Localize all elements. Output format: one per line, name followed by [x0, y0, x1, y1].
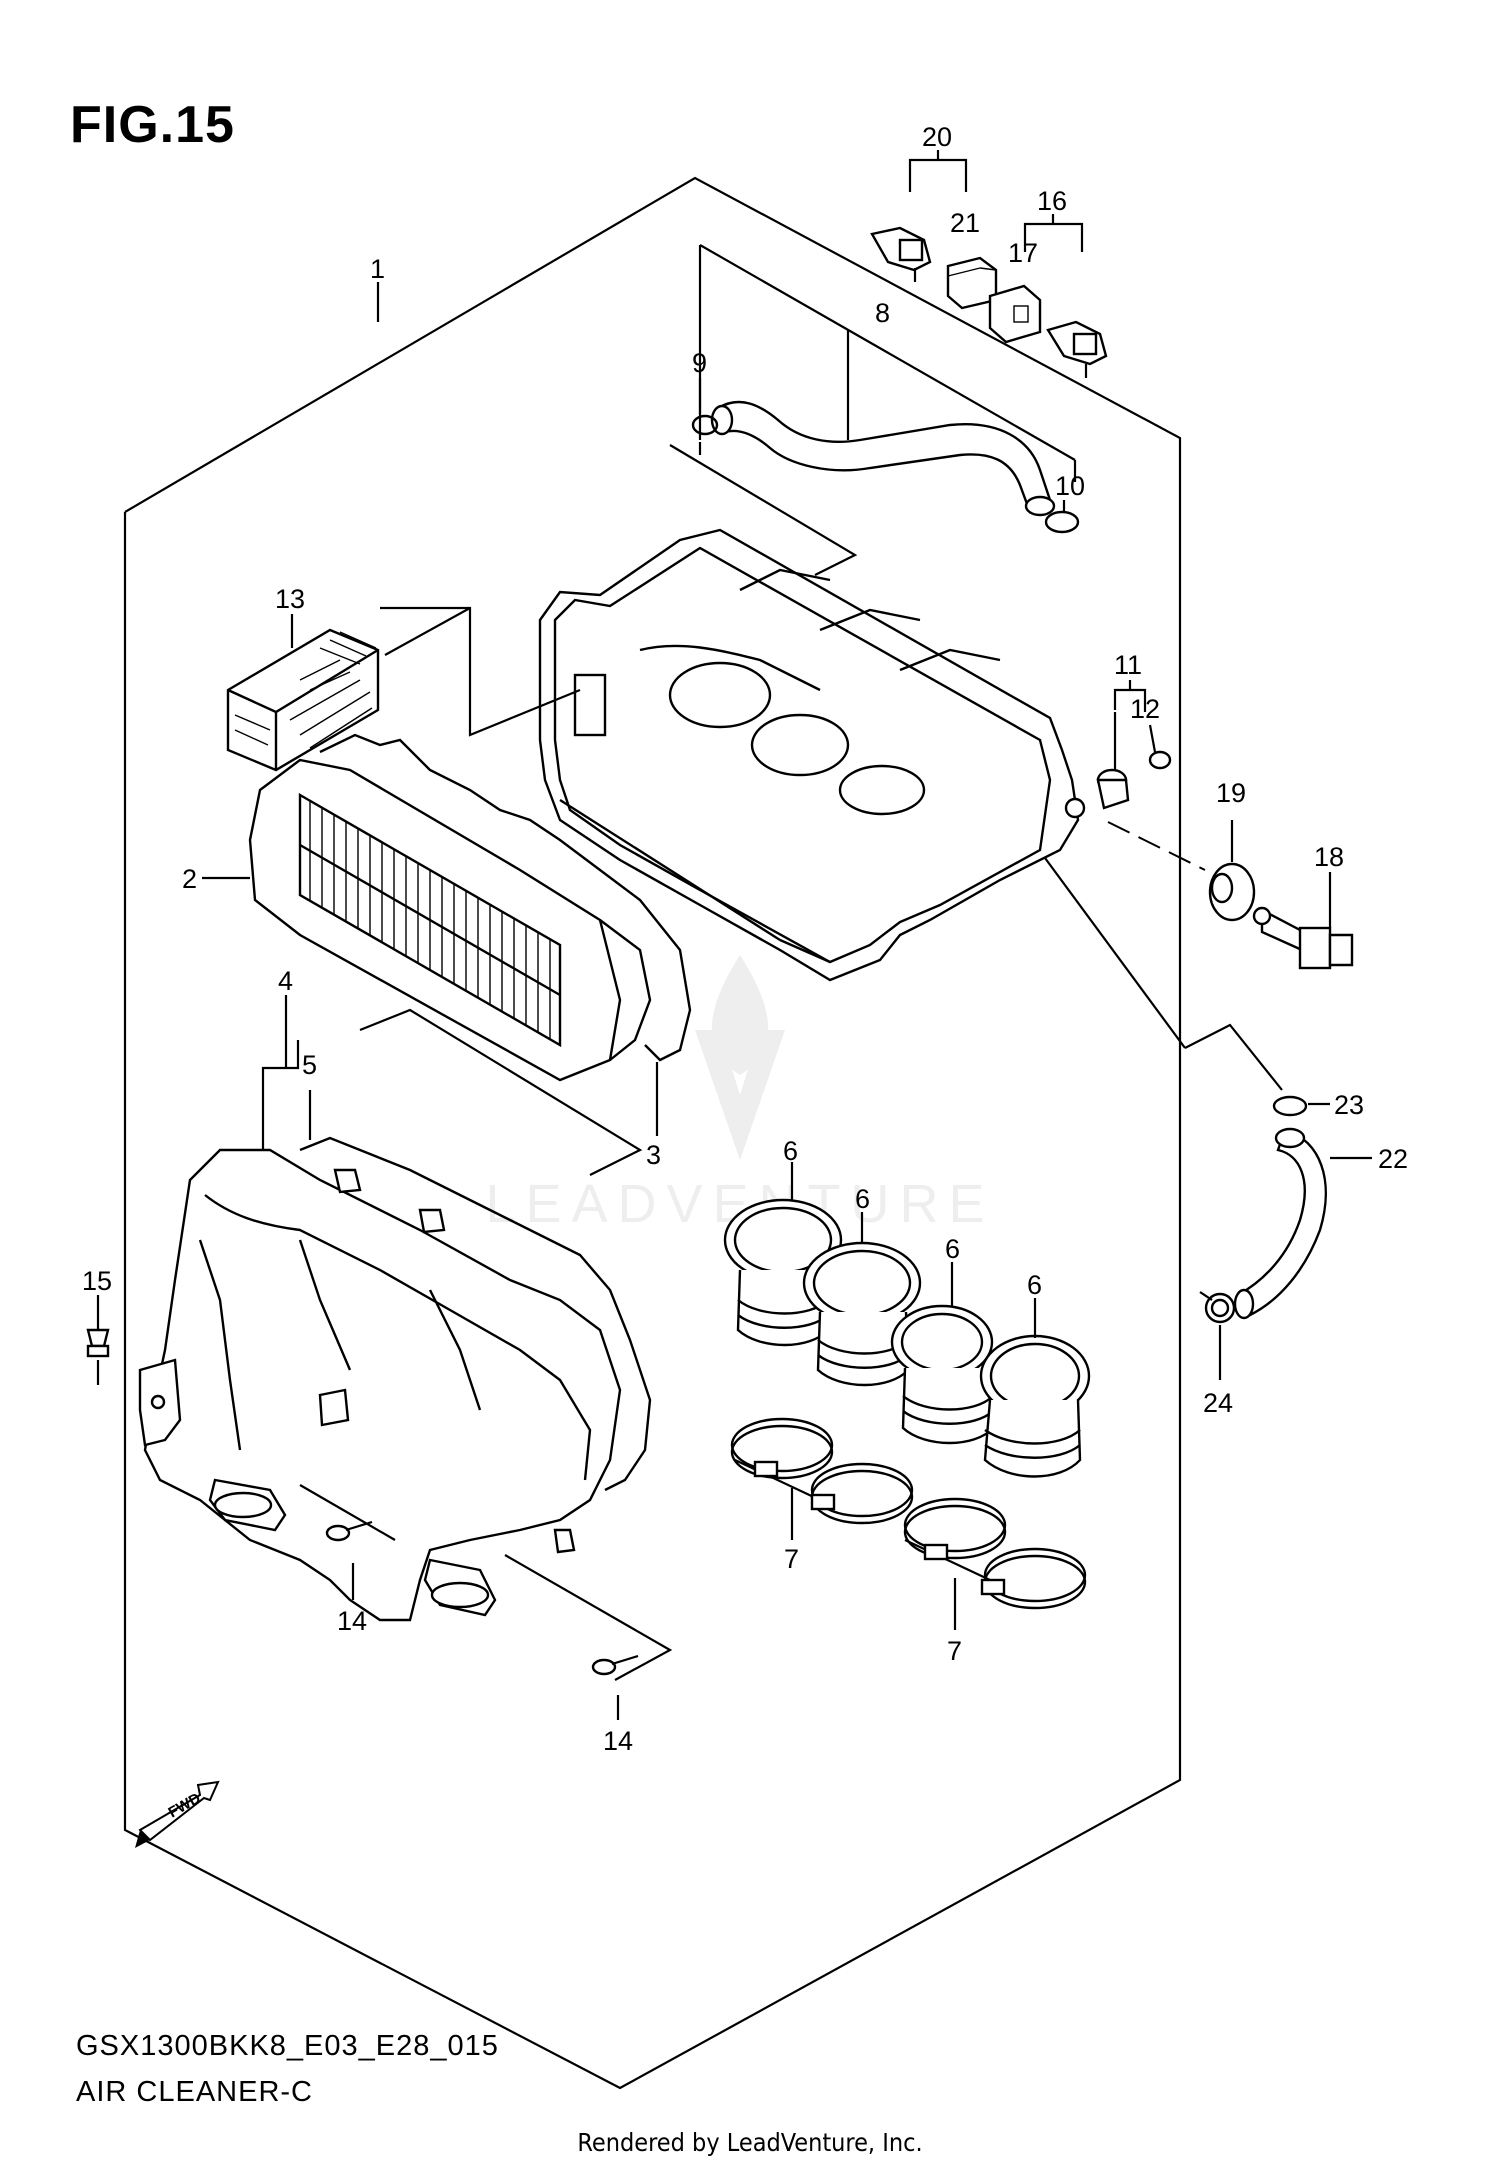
clip-part-23: [1272, 1095, 1308, 1117]
clip-part-12: [1148, 750, 1172, 770]
callout-14b: 14: [603, 1726, 633, 1756]
seal-part-3: [319, 733, 692, 1062]
callout-labels: 1 2 3 4 5 6 6 6 6 7 7 8 9 10 11 12 13 14…: [82, 122, 1408, 1756]
callout-5: 5: [302, 1050, 317, 1080]
gasket-part-5: [299, 1136, 652, 1492]
callout-21: 21: [950, 208, 980, 238]
sensor-part-16: [1046, 320, 1108, 378]
fwd-label: FWD: [166, 1790, 204, 1822]
clamp-part-24: [1199, 1291, 1236, 1324]
connector-part-17: [988, 284, 1042, 344]
breather-hose-part-8: [710, 400, 1056, 517]
callout-20: 20: [922, 122, 952, 152]
callout-6d: 6: [1027, 1270, 1042, 1300]
callout-8: 8: [875, 298, 890, 328]
callout-9: 9: [692, 348, 707, 378]
callout-22: 22: [1378, 1144, 1408, 1174]
section-name: AIR CLEANER-C: [76, 2076, 313, 2108]
forward-arrow-icon: FWD: [135, 1780, 220, 1848]
callout-6b: 6: [855, 1184, 870, 1214]
figure-title: FIG.15: [70, 96, 235, 154]
grommet-part-19: [1208, 862, 1256, 922]
callout-10: 10: [1055, 471, 1085, 501]
callout-14a: 14: [337, 1606, 367, 1636]
callout-3: 3: [646, 1140, 661, 1170]
callout-4: 4: [278, 966, 293, 996]
filter-element-part-13: [226, 628, 380, 772]
callout-2: 2: [182, 864, 197, 894]
callout-12: 12: [1130, 694, 1160, 724]
callout-23: 23: [1334, 1090, 1364, 1120]
callout-18: 18: [1314, 842, 1344, 872]
callout-7a: 7: [784, 1544, 799, 1574]
callout-16: 16: [1037, 186, 1067, 216]
callout-24: 24: [1203, 1388, 1233, 1418]
screw-part-14a: [325, 1520, 373, 1542]
hose-clamp-part-7b: [903, 1497, 1087, 1610]
callout-6a: 6: [783, 1136, 798, 1166]
assembly-outline-1: [123, 176, 1182, 2090]
screw-part-14b: [591, 1654, 639, 1676]
air-cleaner-upper-case: [538, 528, 1086, 982]
model-code: GSX1300BKK8_E03_E28_015: [76, 2030, 499, 2062]
hose-clamp-part-7a: [730, 1417, 914, 1525]
callout-15: 15: [82, 1266, 112, 1296]
air-filter-part-2: [248, 758, 652, 1082]
intake-funnel-part-6c: [890, 1304, 995, 1445]
callout-17: 17: [1008, 238, 1038, 268]
callout-19: 19: [1216, 778, 1246, 808]
callout-1: 1: [370, 254, 385, 284]
callout-6c: 6: [945, 1234, 960, 1264]
callout-7b: 7: [947, 1636, 962, 1666]
sensor-part-20: [870, 226, 932, 282]
clamp-part-10: [1044, 510, 1080, 534]
grommet-part-15: [86, 1328, 110, 1358]
rendered-by-credit: Rendered by LeadVenture, Inc.: [577, 2128, 923, 2157]
sensor-part-18: [1252, 906, 1354, 970]
clamp-part-9: [691, 414, 719, 436]
callout-13: 13: [275, 584, 305, 614]
air-cleaner-lower-case: [138, 1148, 622, 1622]
drain-hose-part-22: [1233, 1127, 1327, 1320]
callout-11: 11: [1114, 650, 1142, 680]
intake-funnel-part-6d: [979, 1334, 1091, 1478]
cap-part-11: [1096, 768, 1130, 810]
